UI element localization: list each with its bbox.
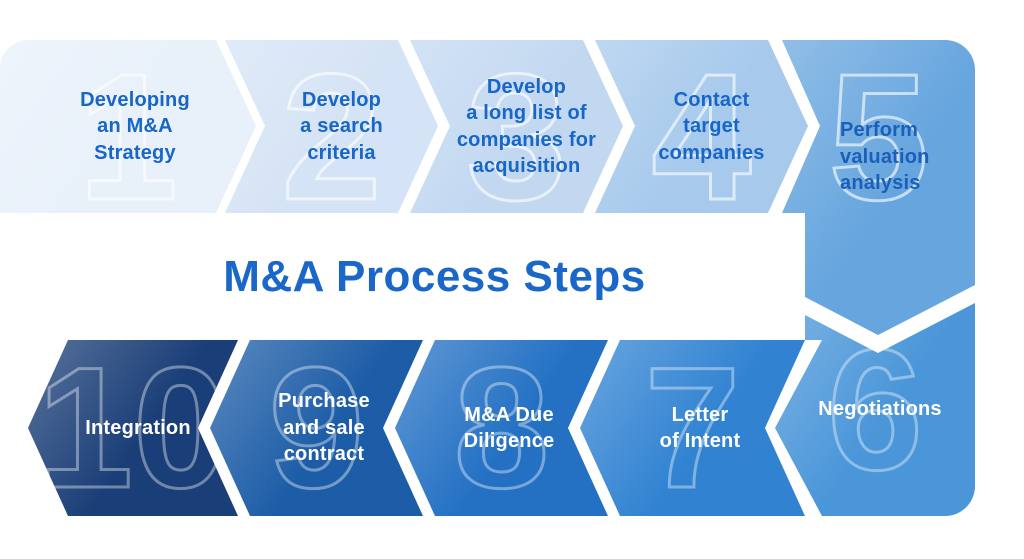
step-8-label: M&A Due Diligence	[463, 403, 555, 452]
step-5-label: Perform valuation analysis	[840, 119, 930, 195]
step-9-label: Purchase and sale contract	[278, 390, 370, 466]
step-4-label: Contact target companies	[658, 88, 765, 164]
step-2-develop-search-criteria: 2 Develop a search criteria	[225, 40, 438, 213]
step-6-label: Negotiations	[818, 397, 942, 420]
step-10-label: Integration	[85, 416, 191, 439]
step-2-label: Develop a search criteria	[300, 88, 383, 164]
step-1-label: Developing an M&A Strategy	[80, 88, 190, 164]
diagram-title: M&A Process Steps	[223, 251, 646, 301]
step-8-ma-due-diligence: 8 M&A Due Diligence	[395, 340, 608, 516]
step-4-contact-target-companies: 4 Contact target companies	[595, 40, 808, 213]
step-1-developing-ma-strategy: 1 Developing an M&A Strategy	[0, 40, 256, 213]
title-banner: M&A Process Steps	[0, 213, 805, 340]
step-7-letter-of-intent: 7 Letter of Intent	[580, 340, 805, 516]
step-7-label: Letter of Intent	[659, 403, 741, 452]
step-10-integration: 10 Integration	[28, 340, 238, 516]
step-9-purchase-and-sale-contract: 9 Purchase and sale contract	[210, 340, 423, 516]
step-3-label: Develop a long list of companies for acq…	[456, 75, 597, 177]
step-6-negotiations: 6 Negotiations	[775, 303, 975, 516]
step-5-perform-valuation-analysis: 5 Perform valuation analysis	[782, 40, 975, 335]
step-3-develop-long-list: 3 Develop a long list of companies for a…	[410, 40, 623, 213]
